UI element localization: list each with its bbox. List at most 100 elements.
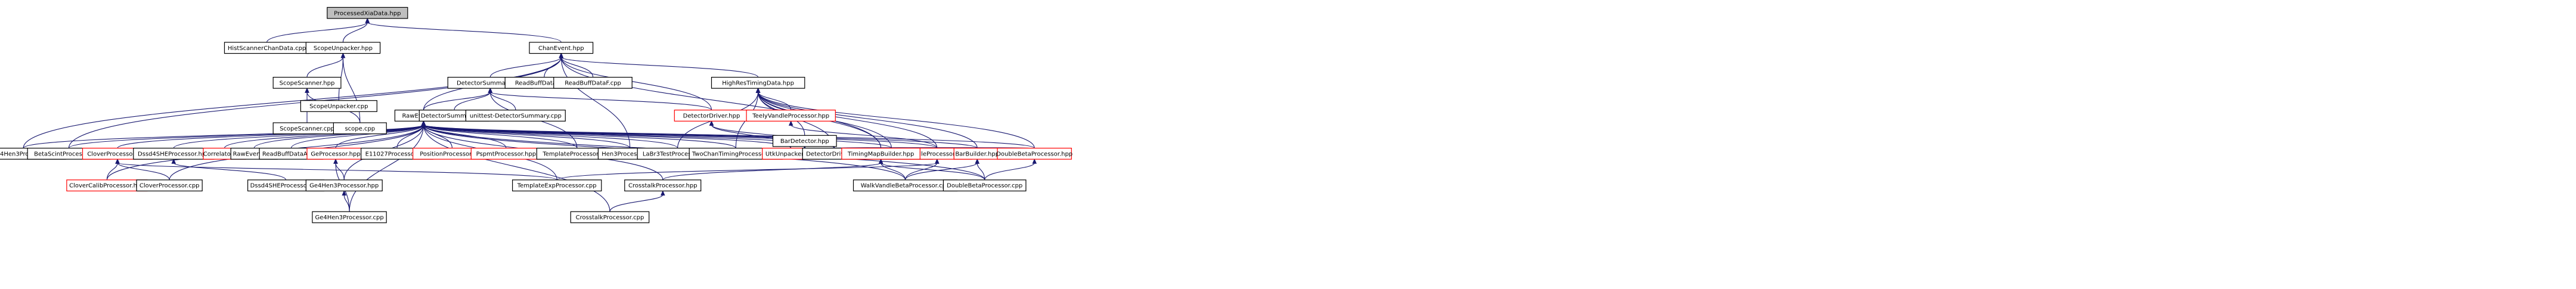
node-label: CloverCalibProcessor.hpp (69, 183, 145, 189)
dependency-edge (904, 162, 978, 181)
node-label: CloverProcessor.cpp (140, 183, 200, 189)
node-label: BarDetector.hpp (780, 138, 829, 145)
dependency-edge (758, 92, 1035, 148)
dependency-edge (556, 162, 938, 181)
node-label: PositionProcessor.hpp (420, 151, 484, 158)
dependency-edge (977, 163, 985, 180)
graph-node[interactable]: ScopeUnpacker.cpp (300, 100, 377, 112)
dependency-edge (117, 163, 170, 181)
graph-node[interactable]: BarDetector.hpp (772, 135, 837, 147)
edge-arrowhead (488, 88, 493, 93)
graph-node[interactable]: Ge4Hen3Processor.hpp (305, 179, 383, 192)
node-box (333, 122, 387, 135)
node-label: BarBuilder.hpp (955, 151, 999, 158)
graph-node[interactable]: BarBuilder.hpp (953, 148, 1001, 160)
node-label: DetectorDriver.hpp (683, 113, 740, 120)
graph-node[interactable]: CloverCalibProcessor.hpp (66, 179, 148, 192)
graph-node[interactable]: PspmtProcessor.hpp (470, 148, 542, 160)
dependency-edge (117, 124, 424, 149)
graph-node[interactable]: TwoChanTimingProcessor.cpp (689, 148, 783, 160)
node-box (465, 110, 566, 122)
node-label: TimingMapBuilder.hpp (847, 151, 915, 158)
node-box (772, 135, 837, 147)
node-label: VandleProcessor.hpp (906, 151, 968, 158)
graph-node[interactable]: CloverProcessor.cpp (136, 179, 203, 192)
graph-node[interactable]: scope.cpp (333, 122, 387, 135)
node-label: HistScannerChanData.cpp (228, 45, 306, 52)
node-label: ReadBuffDataA.cpp (262, 151, 320, 158)
dependency-edge (423, 124, 578, 148)
node-label: ChanEvent.hpp (538, 45, 584, 52)
edge-arrowhead (365, 17, 370, 23)
edge-arrowhead (559, 52, 564, 58)
dependency-edge (489, 57, 562, 77)
dependency-edge (758, 92, 978, 148)
dependency-edge (560, 57, 631, 148)
dependency-edge (343, 194, 350, 212)
graph-node[interactable]: TimingMapBuilder.hpp (841, 148, 920, 160)
dependency-edge (423, 91, 491, 110)
node-label: CrosstalkProcessor.hpp (628, 183, 698, 189)
graph-node[interactable]: GeProcessor.hpp (306, 148, 365, 160)
node-box (305, 179, 383, 192)
dependency-edge (335, 163, 345, 180)
node-label: ReadBuffDataF.cpp (565, 80, 621, 87)
graph-node[interactable]: ScopeScanner.hpp (272, 77, 342, 89)
node-box (327, 7, 408, 19)
graph-node[interactable]: unittest-DetectorSummary.cpp (465, 110, 566, 122)
edge-arrowhead (171, 159, 176, 164)
dependency-edge (423, 124, 678, 149)
node-box (570, 211, 650, 223)
graph-node[interactable]: ScopeUnpacker.hpp (305, 42, 381, 54)
node-box (841, 148, 920, 160)
node-box (711, 77, 805, 89)
graph-node[interactable]: HistScannerChanData.cpp (224, 42, 310, 54)
dependency-edge (560, 57, 882, 148)
graph-node[interactable]: TemplateExpProcessor.cpp (512, 179, 602, 192)
graph-node: ProcessedXiaData.hpp (327, 7, 408, 19)
dependency-edge (560, 57, 712, 110)
graph-node[interactable]: TeeIyVandleProcessor.hpp (746, 110, 836, 122)
edge-arrowhead (935, 159, 940, 164)
graph-node[interactable]: ScopeScanner.cpp (272, 122, 342, 135)
node-label: Dssd4SHEProcessor.cpp (250, 183, 322, 189)
node-label: LaBr3TestProcessor.cpp (643, 151, 712, 158)
node-label: BetaScintProcessor.cpp (34, 151, 104, 158)
graph-node[interactable]: WalkVandleBetaProcessor.cpp (853, 179, 958, 192)
node-box (997, 148, 1072, 160)
node-label: Correlator.hpp (203, 151, 246, 158)
graph-node[interactable]: DetectorDriver.hpp (674, 110, 749, 122)
graph-node[interactable]: HighResTimingData.hpp (711, 77, 805, 89)
edge-arrowhead (333, 159, 338, 164)
node-label: DoubleBetaProcessor.hpp (996, 151, 1072, 158)
node-label: scope.cpp (345, 126, 375, 132)
graph-node[interactable]: CrosstalkProcessor.cpp (570, 211, 650, 223)
edge-arrowhead (709, 120, 714, 126)
node-label: DetectorSummary.cpp (421, 113, 488, 120)
dependency-edge (758, 92, 938, 148)
node-box (553, 77, 633, 89)
graph-node[interactable]: ChanEvent.hpp (529, 42, 594, 54)
dependency-edge (173, 124, 424, 149)
node-label: Dssd4SHEProcessor.hpp (138, 151, 209, 158)
node-box (305, 42, 381, 54)
node-label: ScopeScanner.hpp (280, 80, 335, 87)
node-label: DetectorDriver.cpp (806, 151, 863, 158)
dependency-edge (306, 57, 343, 77)
graph-node[interactable]: Dssd4SHEProcessor.hpp (133, 148, 215, 160)
graph-node[interactable]: ReadBuffDataF.cpp (553, 77, 633, 89)
node-label: Ge4Hen3Processor.hpp (309, 183, 379, 189)
graph-node[interactable]: Ge4Hen3Processor.cpp (312, 211, 387, 223)
node-label: TemplateProcessor.hpp (542, 151, 611, 158)
dependency-edge (984, 163, 1035, 181)
node-box (300, 100, 377, 112)
node-box (136, 179, 203, 192)
graph-node[interactable]: DoubleBetaProcessor.cpp (943, 179, 1027, 192)
graph-node[interactable]: CrosstalkProcessor.hpp (624, 179, 702, 192)
dependency-edge (454, 92, 491, 110)
graph-node[interactable]: DoubleBetaProcessor.hpp (996, 148, 1072, 160)
node-label: DoubleBetaProcessor.cpp (947, 183, 1022, 189)
node-box (529, 42, 594, 54)
node-label: PspmtProcessor.hpp (476, 151, 537, 158)
